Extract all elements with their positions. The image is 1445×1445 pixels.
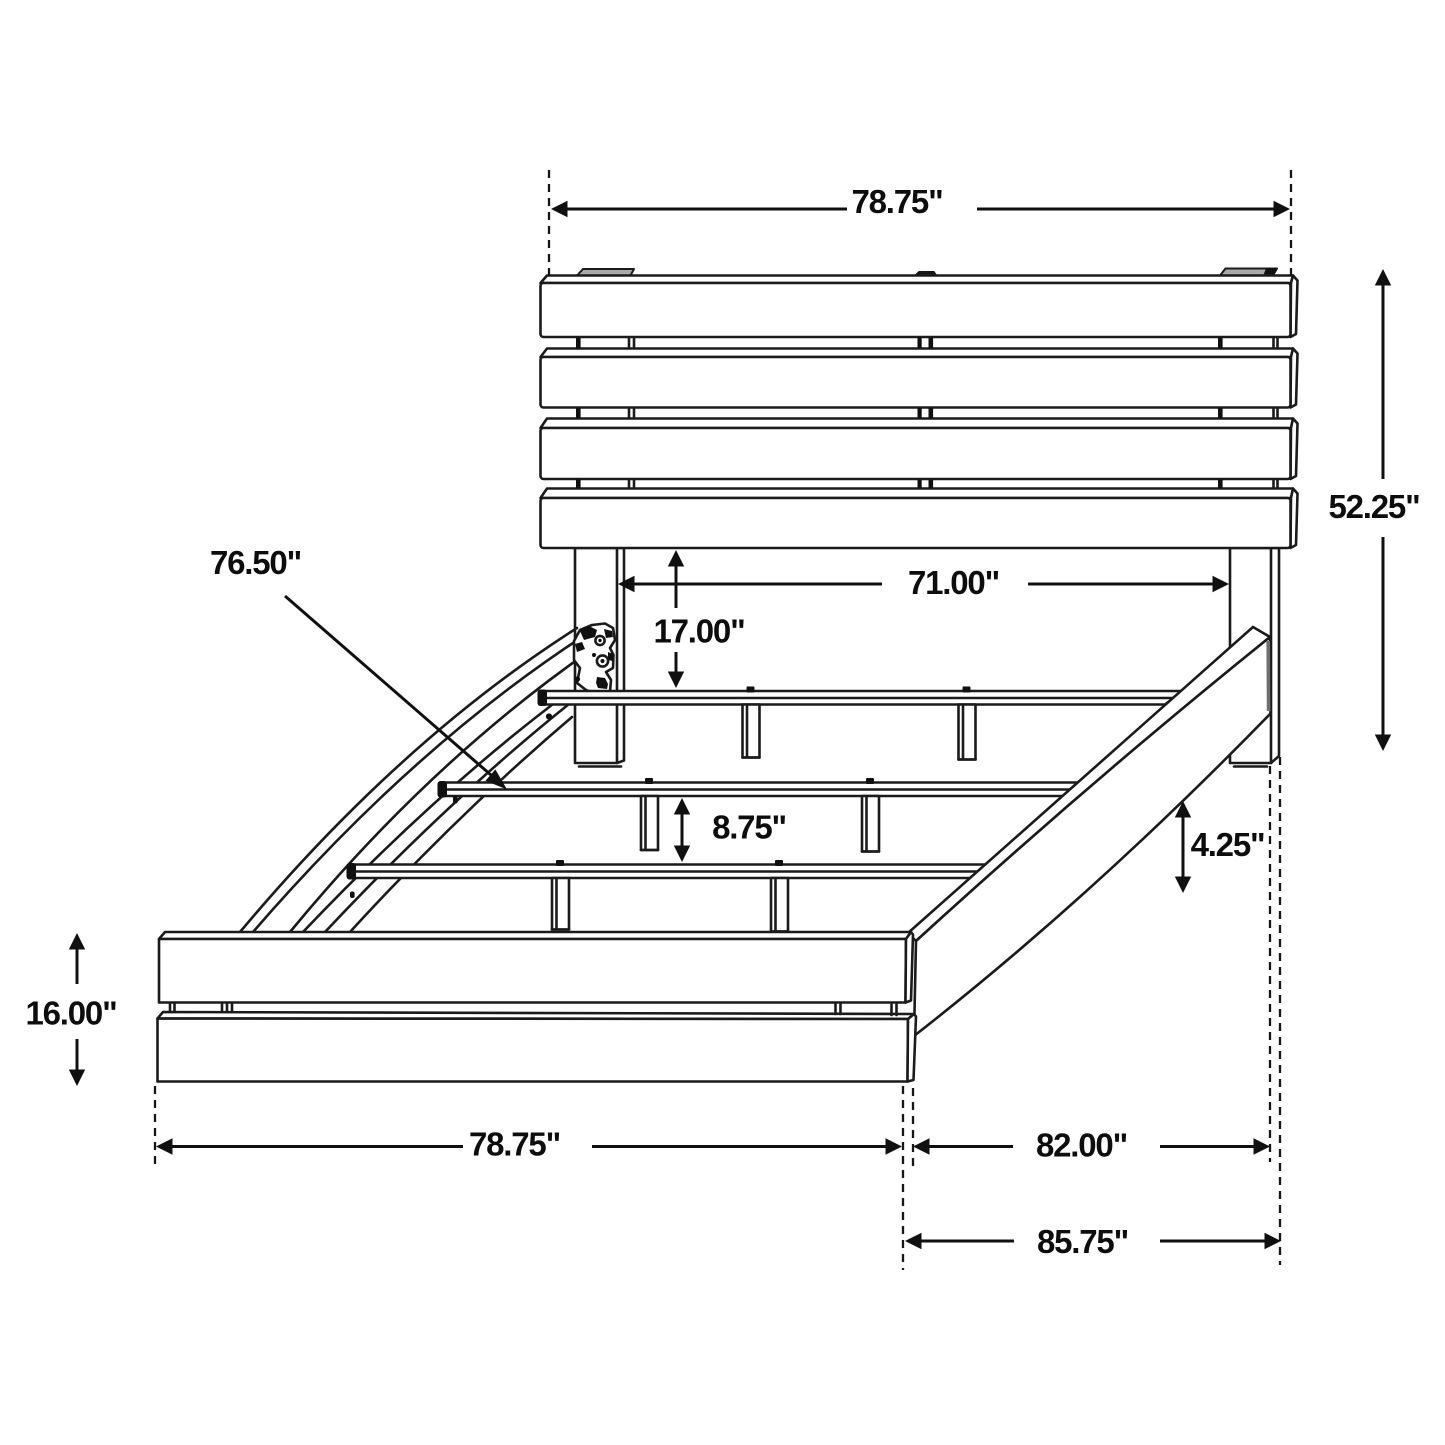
svg-text:78.75": 78.75" xyxy=(851,183,942,220)
svg-text:17.00": 17.00" xyxy=(653,613,744,650)
svg-text:8.75": 8.75" xyxy=(712,809,786,846)
svg-text:71.00": 71.00" xyxy=(908,564,999,601)
svg-text:85.75": 85.75" xyxy=(1037,1223,1128,1260)
svg-text:4.25": 4.25" xyxy=(1191,826,1265,863)
svg-text:76.50": 76.50" xyxy=(210,544,301,581)
svg-text:52.25": 52.25" xyxy=(1328,488,1419,525)
svg-text:78.75": 78.75" xyxy=(469,1126,560,1163)
svg-text:82.00": 82.00" xyxy=(1036,1127,1127,1164)
svg-text:16.00": 16.00" xyxy=(25,995,116,1032)
